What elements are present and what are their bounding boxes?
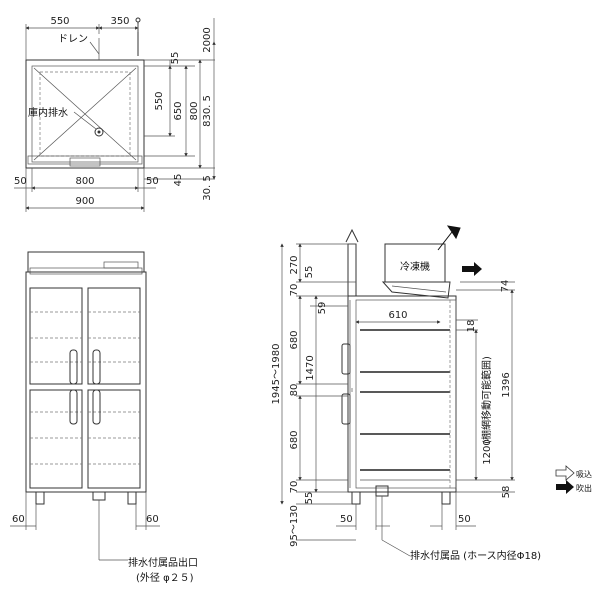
side-dim-1396: 1396 [501, 372, 512, 397]
side-dim-95: 95〜130 [289, 505, 300, 547]
front-view: 60 60 排水付属品出口 (外径 φ２５) [10, 251, 198, 584]
side-dim-70a: 70 [289, 284, 300, 297]
front-dim-60l: 60 [12, 514, 25, 525]
top-dim-45: 45 [173, 174, 184, 187]
legend: 吸込 吹出 [555, 465, 592, 494]
exhaust-arrow-icon [556, 480, 574, 494]
side-dim-70b: 70 [289, 481, 300, 494]
side-dim-74: 74 [500, 280, 511, 293]
side-dim-50r: 50 [458, 514, 471, 525]
side-dim-1945: 1945〜1980 [271, 344, 282, 405]
drain-accessory-label: 排水付属品 (ホース内径Φ18) [410, 549, 541, 562]
top-dim-550v: 550 [154, 91, 165, 110]
side-dim-610: 610 [388, 310, 407, 321]
side-dim-1200: 1200 [482, 439, 493, 464]
door-upper-right [87, 287, 141, 385]
handle-lower-left [69, 389, 78, 425]
drain-label: ドレン [58, 34, 88, 45]
side-dim-55b: 55 [304, 492, 315, 505]
front-dim-60r: 60 [146, 514, 159, 525]
top-dim-550: 550 [50, 16, 69, 27]
side-dim-18: 18 [466, 320, 477, 333]
side-view: 冷凍機 [271, 225, 541, 562]
exhaust-arrow-top-icon [437, 225, 461, 251]
door-lower-right [87, 389, 141, 489]
top-dim-50r: 50 [146, 176, 159, 187]
top-dim-2000: 2000 [202, 27, 213, 52]
handle-upper-right [92, 349, 101, 385]
top-dim-900: 900 [75, 196, 94, 207]
drain-outlet-label: 排水付属品出口 [128, 556, 198, 569]
top-dim-650: 650 [173, 101, 184, 120]
side-dim-80: 80 [289, 384, 300, 397]
side-dim-1470: 1470 [305, 355, 316, 380]
side-dim-680a: 680 [289, 330, 300, 349]
side-dim-680b: 680 [289, 430, 300, 449]
exhaust-arrow-right-icon [462, 262, 482, 276]
top-dim-350: 350 [110, 16, 129, 27]
drain-outer-dia-label: (外径 φ２５) [136, 571, 194, 584]
side-body-outline [347, 295, 457, 493]
side-dim-50l: 50 [340, 514, 353, 525]
inner-drain-icon [94, 127, 104, 137]
top-view: 550 350 ドレン 庫内排水 55 550 650 800 830. 5 2… [14, 16, 216, 212]
door-upper-left [29, 287, 83, 385]
top-body-outline [25, 59, 145, 169]
refrigerator-unit-label: 冷凍機 [400, 260, 430, 273]
top-dim-830: 830. 5 [202, 95, 213, 127]
front-body-outline [25, 271, 147, 493]
side-dim-59: 59 [317, 302, 328, 315]
top-dim-800: 800 [189, 101, 200, 120]
side-dim-58: 58 [501, 486, 512, 499]
legend-exhaust-label: 吹出 [576, 483, 592, 493]
top-dim-800w: 800 [75, 176, 94, 187]
side-drain-fitting-icon [375, 485, 389, 497]
handle-lower-right [92, 389, 101, 425]
legend-intake-label: 吸込 [576, 470, 592, 479]
shelf-range-label: (棚網移動可能範囲) [480, 356, 493, 444]
side-dim-270: 270 [289, 255, 300, 274]
inner-drain-label: 庫内排水 [28, 106, 68, 119]
top-dim-30: 30. 5 [202, 175, 213, 200]
top-dim-55: 55 [170, 52, 181, 65]
drain-outlet-icon [92, 491, 106, 501]
side-dim-55a: 55 [304, 266, 315, 279]
top-dim-50l: 50 [14, 176, 27, 187]
handle-upper-left [69, 349, 78, 385]
door-lower-left [29, 389, 83, 489]
intake-arrow-icon [555, 465, 575, 481]
